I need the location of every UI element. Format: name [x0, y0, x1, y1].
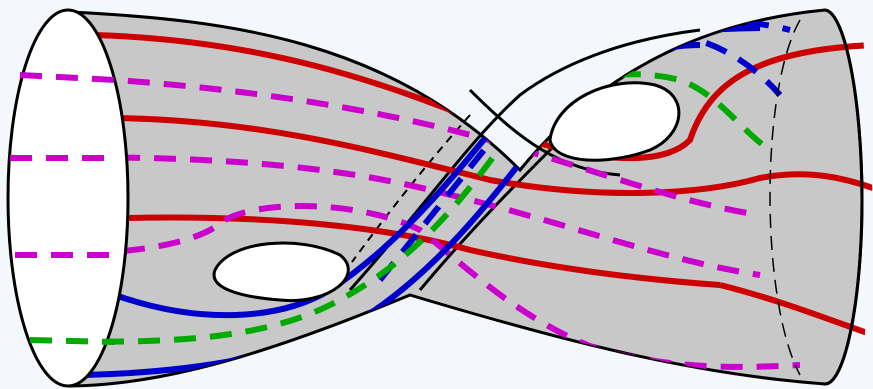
left-boundary-circle [6, 8, 130, 388]
right-boundary-front [824, 8, 864, 386]
red-curve-3 [124, 214, 721, 288]
blue-curve-dashed [377, 31, 783, 282]
green-stub [29, 337, 116, 345]
red-curve-4 [719, 282, 873, 338]
hole-lower-left [212, 241, 350, 303]
magenta-curve-1 [19, 72, 761, 218]
surface-body [68, 8, 864, 388]
magenta-curve-2 [9, 154, 761, 278]
red-curve-2 [114, 115, 873, 196]
hole-upper-right [548, 81, 681, 162]
magenta-stub-1 [19, 72, 116, 83]
right-boundary-back [769, 19, 801, 376]
green-curve-dashed [29, 71, 772, 345]
